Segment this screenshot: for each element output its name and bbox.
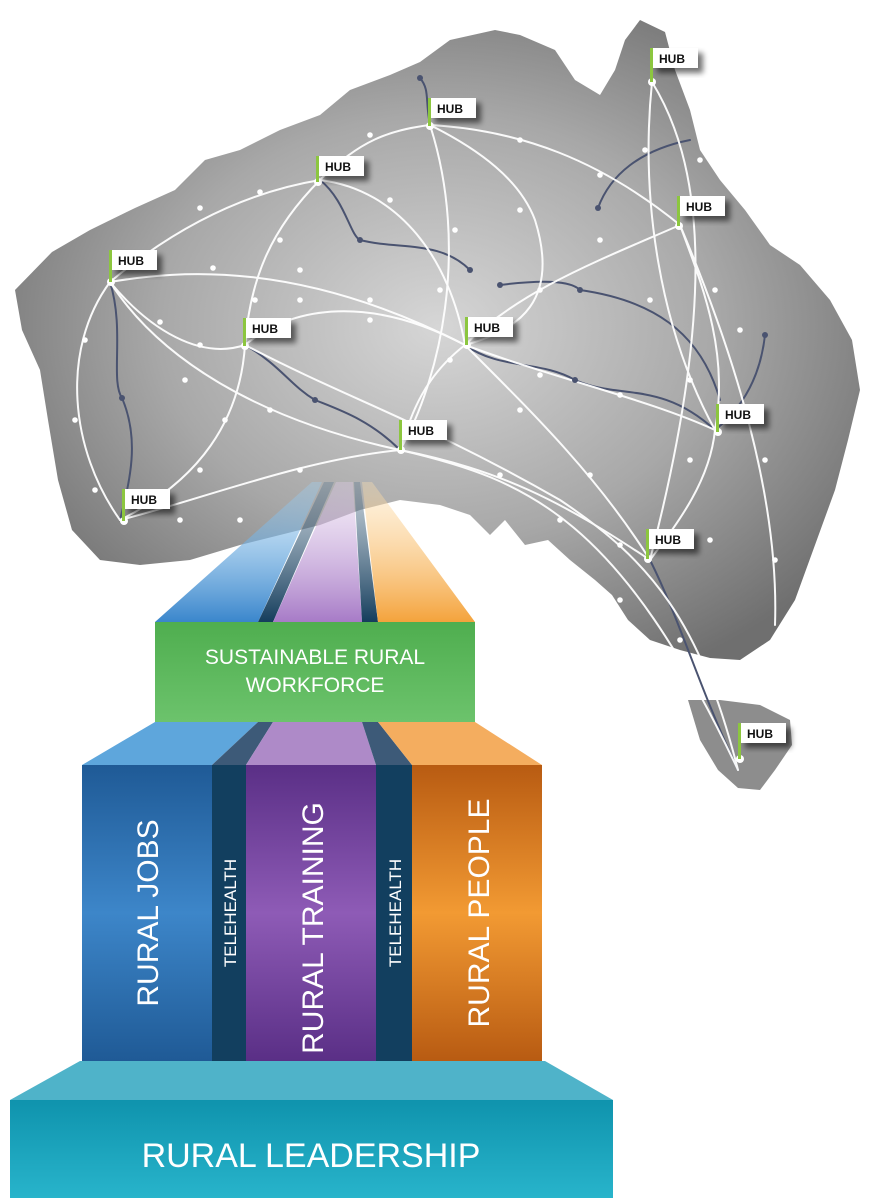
hub-marker: HUB — [426, 98, 476, 130]
pillar-people-label: RURAL PEOPLE — [463, 799, 496, 1028]
workforce-block: SUSTAINABLE RURAL WORKFORCE — [155, 622, 475, 722]
pillar-telehealth-right — [376, 765, 412, 1061]
pillars: RURAL JOBS TELEHEALTH RURAL TRAINING TEL… — [82, 765, 542, 1061]
telehealth-right-label: TELEHEALTH — [386, 859, 405, 967]
hub-marker: HUB — [241, 318, 291, 350]
hub-label: HUB — [474, 321, 500, 335]
pillar-training-label: RURAL TRAINING — [297, 802, 330, 1054]
beam-people — [362, 482, 475, 622]
hub-label: HUB — [747, 727, 773, 741]
pillar-telehealth-left — [212, 765, 246, 1061]
hub-marker: HUB — [107, 250, 157, 286]
hub-marker: HUB — [648, 48, 698, 86]
hub-markers: HUB HUB HUB HUB HUB — [107, 48, 786, 763]
converging-beams — [155, 482, 475, 622]
hub-label: HUB — [131, 493, 157, 507]
beam-training — [273, 482, 362, 622]
leadership-base: RURAL LEADERSHIP — [10, 1061, 613, 1198]
beam-telehealth-left — [258, 482, 334, 622]
pillar-training — [246, 765, 376, 1061]
hub-label: HUB — [437, 102, 463, 116]
hub-network — [72, 75, 778, 771]
workforce-line-2: WORKFORCE — [246, 674, 385, 697]
hub-marker: HUB — [397, 420, 447, 454]
pillar-people — [412, 765, 542, 1061]
hub-label: HUB — [659, 52, 685, 66]
dark-route-6 — [597, 139, 691, 209]
hub-marker: HUB — [714, 404, 764, 436]
hub-marker: HUB — [463, 317, 513, 349]
beam-telehealth-right — [354, 482, 378, 622]
hub-label: HUB — [325, 160, 351, 174]
hub-marker: HUB — [644, 529, 694, 563]
hub-marker: HUB — [120, 489, 170, 525]
workforce-line-1: SUSTAINABLE RURAL — [205, 646, 425, 669]
beam-jobs — [155, 482, 322, 622]
pillar-tops — [82, 722, 542, 765]
leadership-label: RURAL LEADERSHIP — [142, 1137, 481, 1175]
hub-label: HUB — [655, 533, 681, 547]
hub-marker: HUB — [314, 156, 364, 186]
hub-label: HUB — [118, 254, 144, 268]
hub-label: HUB — [252, 322, 278, 336]
hub-marker: HUB — [736, 723, 786, 763]
dark-route-3 — [319, 179, 471, 271]
pillar-jobs — [82, 765, 212, 1061]
telehealth-left-label: TELEHEALTH — [221, 859, 240, 967]
hub-label: HUB — [408, 424, 434, 438]
hub-label: HUB — [686, 200, 712, 214]
hub-label: HUB — [725, 408, 751, 422]
pillar-jobs-label: RURAL JOBS — [132, 819, 165, 1006]
hub-marker: HUB — [675, 196, 725, 230]
